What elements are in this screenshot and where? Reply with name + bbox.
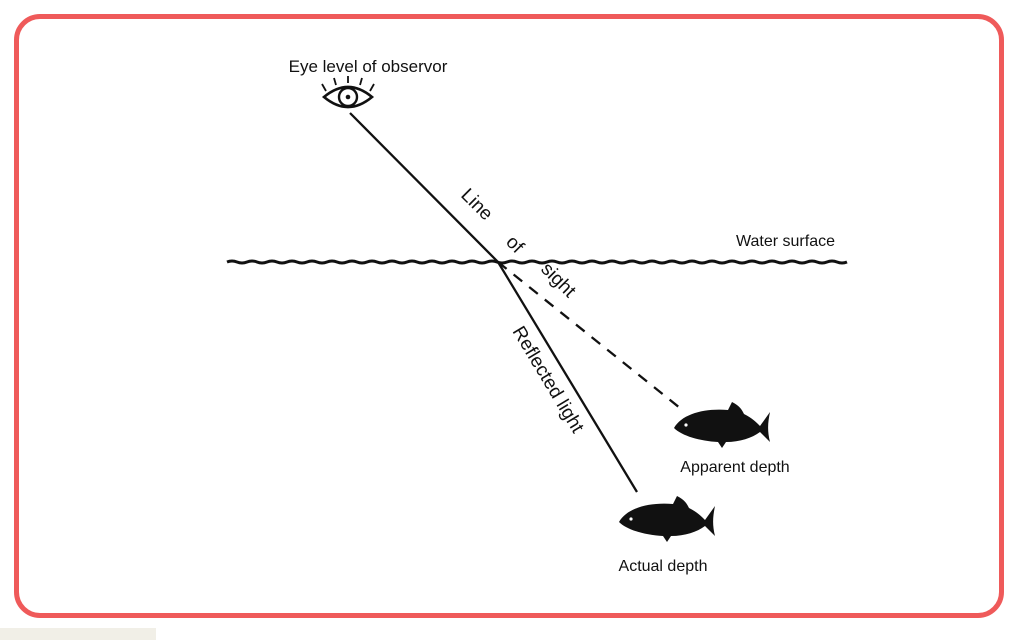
line-of-sight-label-line: Line [456,185,496,225]
line-of-sight-label-sight: sight [536,259,580,303]
water-surface-label: Water surface [736,233,835,250]
fish-icon [674,402,770,448]
incident-ray [349,112,499,263]
water-surface-line [226,259,848,265]
reflected-light-label: Reflected light [508,323,588,438]
fish-icon [619,496,715,542]
eye-level-label: Eye level of observor [289,57,448,76]
reflected-light-ray [497,261,638,493]
diagram-frame [14,14,1004,618]
apparent-depth-label: Apparent depth [680,459,789,476]
eye-icon [321,76,375,109]
bottom-strip [0,628,156,640]
line-of-sight-label-of: of [501,232,528,259]
actual-depth-label: Actual depth [619,558,708,575]
